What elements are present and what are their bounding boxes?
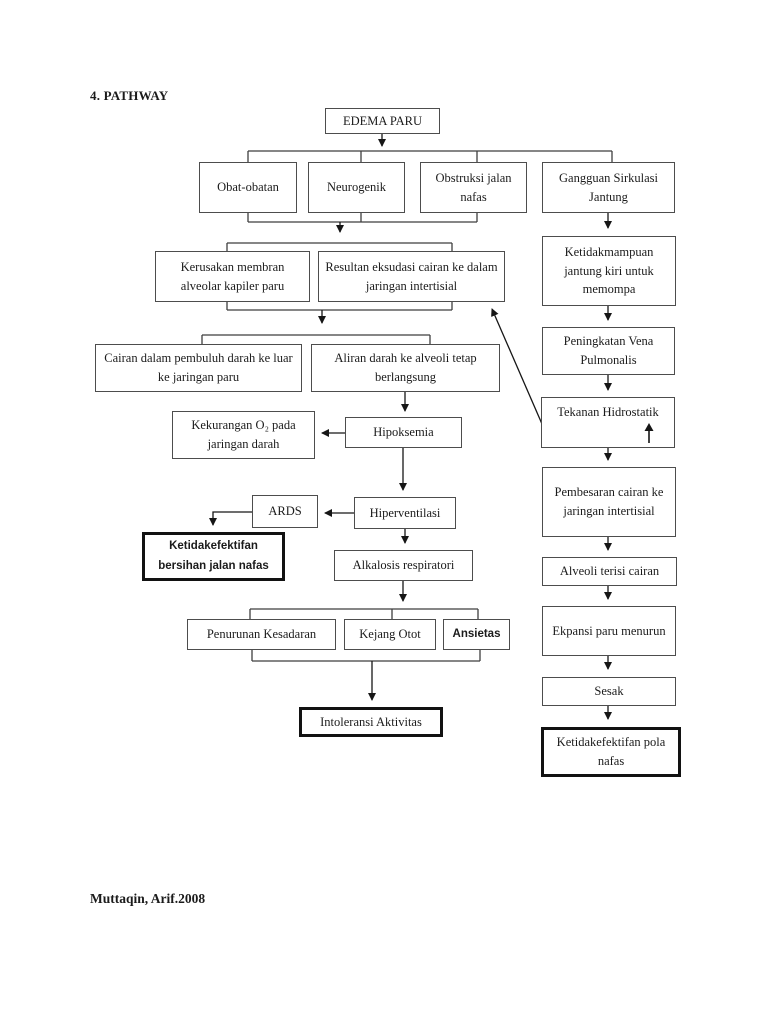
node-ekpansi-paru: Ekpansi paru menurun	[542, 606, 676, 656]
citation-text: Muttaqin, Arif.2008	[90, 891, 206, 906]
node-kejang-otot: Kejang Otot	[344, 619, 436, 650]
node-cairan-pembuluh: Cairan dalam pembuluh darah ke luar ke j…	[95, 344, 302, 392]
node-kekurangan-o2: Kekurangan O₂ pada jaringan darah	[172, 411, 315, 459]
increase-arrow-icon	[644, 423, 654, 443]
node-intoleransi-aktivitas: Intoleransi Aktivitas	[299, 707, 443, 737]
node-ketidakefektifan-pola-nafas: Ketidakefektifan pola nafas	[541, 727, 681, 777]
node-gangguan-sirkulasi-jantung: Gangguan Sirkulasi Jantung	[542, 162, 675, 213]
node-obat-obatan: Obat-obatan	[199, 162, 297, 213]
node-obstruksi-jalan-nafas: Obstruksi jalan nafas	[420, 162, 527, 213]
node-neurogenik: Neurogenik	[308, 162, 405, 213]
node-peningkatan-vena: Peningkatan Vena Pulmonalis	[542, 327, 675, 375]
connector-lines	[201, 150, 613, 662]
node-ketidakefektifan-bersihan: Ketidakefektifan bersihan jalan nafas	[142, 532, 285, 581]
node-penurunan-kesadaran: Penurunan Kesadaran	[187, 619, 336, 650]
page-title: 4. PATHWAY	[90, 88, 169, 103]
node-aliran-darah-alveoli: Aliran darah ke alveoli tetap berlangsun…	[311, 344, 500, 392]
node-hiperventilasi: Hiperventilasi	[354, 497, 456, 529]
node-ketidakmampuan-jantung: Ketidakmampuan jantung kiri untuk memomp…	[542, 236, 676, 306]
feedback-arrow-tekanan-to-resultan	[491, 308, 543, 425]
node-ansietas: Ansietas	[443, 619, 510, 650]
node-kerusakan-membran: Kerusakan membran alveolar kapiler paru	[155, 251, 310, 302]
node-alkalosis-respiratori: Alkalosis respiratori	[334, 550, 473, 581]
node-alveoli-terisi: Alveoli terisi cairan	[542, 557, 677, 586]
node-pembesaran-cairan: Pembesaran cairan ke jaringan intertisia…	[542, 467, 676, 537]
node-ards: ARDS	[252, 495, 318, 528]
node-resultan-eksudasi: Resultan eksudasi cairan ke dalam jaring…	[318, 251, 505, 302]
tekanan-hidrostatik-label: Tekanan Hidrostatik	[557, 405, 659, 419]
node-edema-paru: EDEMA PARU	[325, 108, 440, 134]
node-tekanan-hidrostatik: Tekanan Hidrostatik	[541, 397, 675, 448]
node-hipoksemia: Hipoksemia	[345, 417, 462, 448]
connector-arrows	[209, 134, 612, 720]
node-sesak: Sesak	[542, 677, 676, 706]
